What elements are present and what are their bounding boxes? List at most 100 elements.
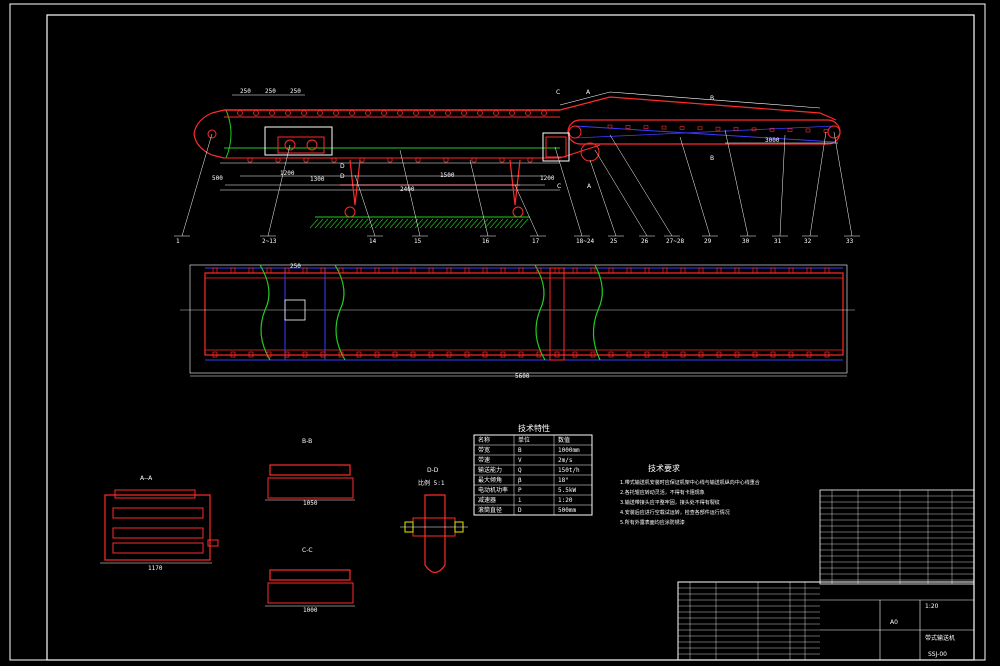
plan-idler <box>428 267 434 274</box>
plan-idler <box>536 267 542 274</box>
plan-idler <box>248 351 254 358</box>
table-cell: V <box>518 457 522 464</box>
table-cell: 单位 <box>518 436 530 444</box>
table-cell: 最大倾角 <box>478 476 502 484</box>
ground-hatch <box>329 218 339 229</box>
idler <box>333 110 339 116</box>
dim-mid-1: 1200 <box>280 170 295 177</box>
ground-hatch <box>404 218 414 229</box>
idler <box>607 124 613 129</box>
ground-hatch <box>469 218 479 229</box>
section-marker-b-top: B <box>710 95 714 102</box>
section-marker-a-top: A <box>586 89 591 96</box>
plan-idler <box>572 351 578 358</box>
ground-hatch <box>439 218 449 229</box>
idler <box>413 110 419 116</box>
dim-mid-3: 1500 <box>440 172 455 179</box>
dim-mid-4: 1300 <box>310 176 325 183</box>
leader-line <box>833 131 853 237</box>
idler <box>715 126 721 131</box>
part-number: 30 <box>742 238 750 245</box>
plan-idler <box>500 267 506 274</box>
plan-idler <box>518 267 524 274</box>
table-cell: 带宽 <box>478 446 490 454</box>
plan-idler <box>482 351 488 358</box>
table-cell: i <box>518 497 522 504</box>
idler <box>733 127 739 131</box>
idler <box>269 110 275 116</box>
ground-hatch <box>479 218 489 229</box>
plan-idler <box>554 267 560 274</box>
plan-idler <box>572 267 578 274</box>
tech-table-title: 技术特性 <box>518 423 550 433</box>
plan-idler <box>752 267 758 274</box>
table-cell: 带速 <box>478 456 490 464</box>
table-cell: 2m/s <box>558 457 573 464</box>
plan-idler <box>320 267 326 274</box>
idler <box>805 128 811 133</box>
plan-idler <box>698 351 704 358</box>
table-cell: β <box>518 477 522 484</box>
section-dd-scale: 比例 5:1 <box>418 479 445 487</box>
requirement-item: 5.所有外露表面均应涂防锈漆 <box>620 519 685 526</box>
plan-idler <box>230 351 236 358</box>
plan-idler <box>770 267 776 274</box>
section-aa-label: A--A <box>140 475 153 482</box>
ground-hatch <box>369 218 379 229</box>
plan-idler <box>212 267 218 274</box>
ground-hatch <box>314 218 324 229</box>
section-marker-d-top: D <box>340 163 345 170</box>
plan-idler <box>590 267 596 274</box>
section-aa: A--A 1170 <box>100 475 219 572</box>
plan-idler <box>788 267 794 274</box>
return-idler <box>527 157 533 163</box>
plan-idler <box>320 351 326 358</box>
idler <box>381 110 387 116</box>
plan-idler <box>698 267 704 274</box>
idler <box>787 128 793 132</box>
plan-idler <box>590 351 596 358</box>
ground-hatch <box>429 218 439 229</box>
return-idler <box>387 157 393 163</box>
return-idler <box>331 157 337 163</box>
technical-requirements: 技术要求 1.带式输送机安装时应保证机架中心线与输送机纵向中心线重合2.各托辊应… <box>620 463 760 526</box>
plan-idler <box>734 267 740 274</box>
leader-line <box>594 149 648 237</box>
leader-line <box>679 136 711 237</box>
ground-hatch <box>339 218 349 229</box>
plan-idler <box>752 351 758 358</box>
plan-idler <box>662 351 668 358</box>
plan-view: 250 5600 <box>180 263 855 380</box>
plan-idler <box>482 267 488 274</box>
dim-plan-small: 250 <box>290 263 301 270</box>
part-number: 16 <box>482 238 490 245</box>
plan-idler <box>266 267 272 274</box>
plan-idler <box>824 351 830 358</box>
ground-hatch <box>374 218 384 229</box>
return-idler <box>499 157 505 163</box>
plan-idler <box>518 351 524 358</box>
title-block-code: SSJ-00 <box>928 651 947 658</box>
part-number: 18~24 <box>576 238 594 245</box>
ground-hatch <box>394 218 404 229</box>
plan-idler <box>428 351 434 358</box>
idler <box>679 126 685 130</box>
plan-idler <box>716 267 722 274</box>
idler <box>461 110 467 116</box>
section-marker-c-bot: C <box>557 183 561 190</box>
ground-hatch <box>499 218 509 229</box>
title-block-drawing-name: 带式输送机 <box>925 634 955 642</box>
idler <box>769 127 775 132</box>
section-dd-label: D-D <box>427 467 439 474</box>
ground-hatch <box>384 218 394 229</box>
plan-idler <box>212 351 218 358</box>
table-cell: 电动机功率 <box>478 486 508 494</box>
plan-idler <box>644 267 650 274</box>
idler <box>493 110 499 116</box>
ground-hatch <box>454 218 464 229</box>
dim-top-2: 250 <box>265 88 276 95</box>
section-cc: C-C 1000 <box>265 547 355 614</box>
dim-top-3: 250 <box>290 88 301 95</box>
